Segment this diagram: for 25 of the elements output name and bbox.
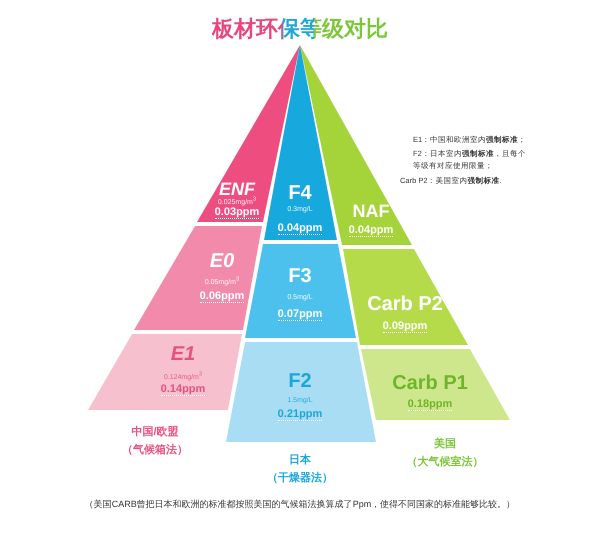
ppm-value: 0.06ppm: [200, 290, 244, 303]
grade-name: E1: [170, 343, 196, 365]
grade-name: F3: [288, 265, 312, 287]
footnote: （美国CARB曾把日本和欧洲的标准都按照美国的气候箱法换算成了Ppm，使得不同国家的标准能够比较。）: [84, 498, 516, 511]
region-label: （大气候室法）: [406, 454, 484, 470]
region-label: （干燥器法）: [266, 470, 334, 486]
ppm-value: 0.04ppm: [278, 222, 322, 235]
ppm-value: 0.09ppm: [382, 320, 428, 333]
ppm-value: 0.03ppm: [214, 206, 260, 219]
region-label: （气候箱法）: [121, 442, 189, 458]
grade-name: F4: [288, 182, 312, 204]
grade-name: Carb P2: [367, 293, 443, 315]
ppm-value: 0.14ppm: [160, 383, 206, 396]
region-label: 日本: [288, 452, 312, 468]
ppm-value: 0.04ppm: [348, 224, 394, 237]
ppm-value: 0.18ppm: [408, 398, 452, 411]
grade-name: F2: [288, 370, 312, 392]
ppm-value: 0.21ppm: [278, 408, 322, 421]
ppm-value: 0.07ppm: [278, 308, 322, 321]
grade-name: Carb P1: [392, 372, 468, 394]
region-label: 中国/欧盟: [130, 424, 180, 440]
grade-name: ENF: [219, 179, 255, 199]
region-label: 美国: [433, 436, 457, 452]
grade-name: E0: [210, 250, 234, 272]
grade-name: NAF: [352, 201, 390, 221]
